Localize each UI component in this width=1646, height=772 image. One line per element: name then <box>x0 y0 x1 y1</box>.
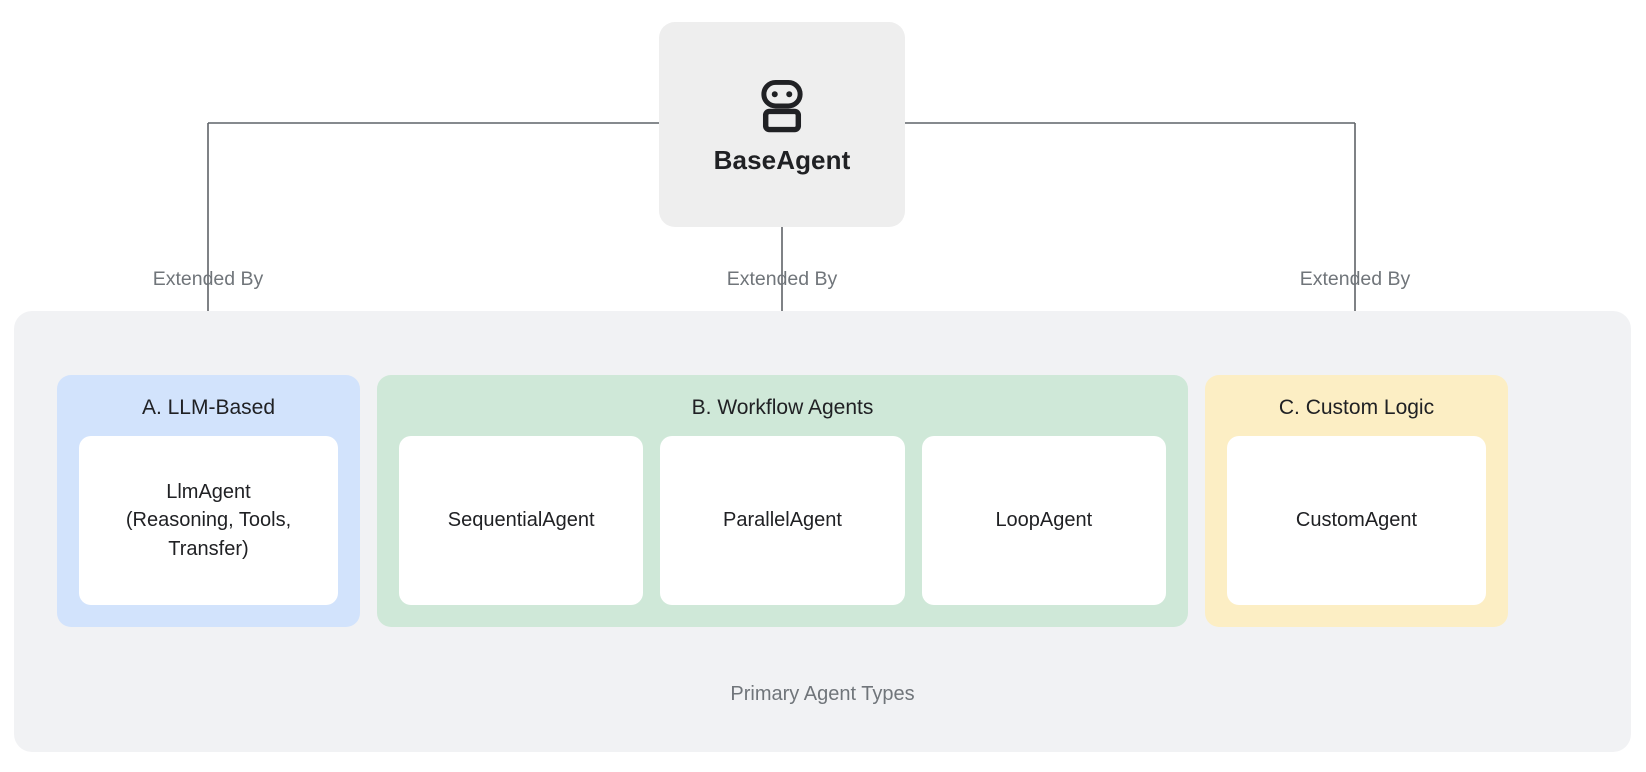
primary-agent-types-panel: A. LLM-Based LlmAgent (Reasoning, Tools,… <box>14 311 1631 752</box>
card-custom-agent-label: CustomAgent <box>1295 509 1418 532</box>
card-loop-agent-label: LoopAgent <box>995 509 1093 532</box>
card-parallel-agent-label: ParallelAgent <box>723 509 842 532</box>
card-loop-agent[interactable]: LoopAgent <box>921 436 1166 605</box>
group-custom-logic-title: C. Custom Logic <box>1278 396 1435 419</box>
group-custom-logic[interactable]: C. Custom Logic CustomAgent <box>1205 375 1508 627</box>
group-workflow-agents[interactable]: B. Workflow Agents SequentialAgent Paral… <box>377 375 1188 627</box>
group-workflow-agents-title: B. Workflow Agents <box>691 396 874 419</box>
card-sequential-agent-label: SequentialAgent <box>447 509 595 532</box>
card-llm-agent-label: LlmAgent (Reasoning, Tools, Transfer) <box>125 480 292 560</box>
card-llm-agent[interactable]: LlmAgent (Reasoning, Tools, Transfer) <box>79 436 338 605</box>
node-base-agent-label: BaseAgent <box>713 144 851 175</box>
agent-groups-row: A. LLM-Based LlmAgent (Reasoning, Tools,… <box>57 375 1508 627</box>
group-llm-based[interactable]: A. LLM-Based LlmAgent (Reasoning, Tools,… <box>57 375 360 627</box>
card-parallel-agent[interactable]: ParallelAgent <box>660 436 905 605</box>
card-sequential-agent[interactable]: SequentialAgent <box>399 436 644 605</box>
primary-agent-types-caption: Primary Agent Types <box>730 683 915 705</box>
group-workflow-agents-cards: SequentialAgent ParallelAgent LoopAgent <box>399 436 1166 605</box>
group-custom-logic-cards: CustomAgent <box>1227 436 1486 605</box>
edge-label-custom: Extended By <box>1299 268 1411 290</box>
card-custom-agent[interactable]: CustomAgent <box>1227 436 1486 605</box>
group-llm-based-title: A. LLM-Based <box>141 396 276 419</box>
edge-label-llm: Extended By <box>152 268 264 290</box>
group-llm-based-cards: LlmAgent (Reasoning, Tools, Transfer) <box>79 436 338 605</box>
edge-label-workflow: Extended By <box>726 268 838 290</box>
node-base-agent[interactable]: BaseAgent <box>659 22 905 227</box>
robot-icon <box>761 79 803 132</box>
